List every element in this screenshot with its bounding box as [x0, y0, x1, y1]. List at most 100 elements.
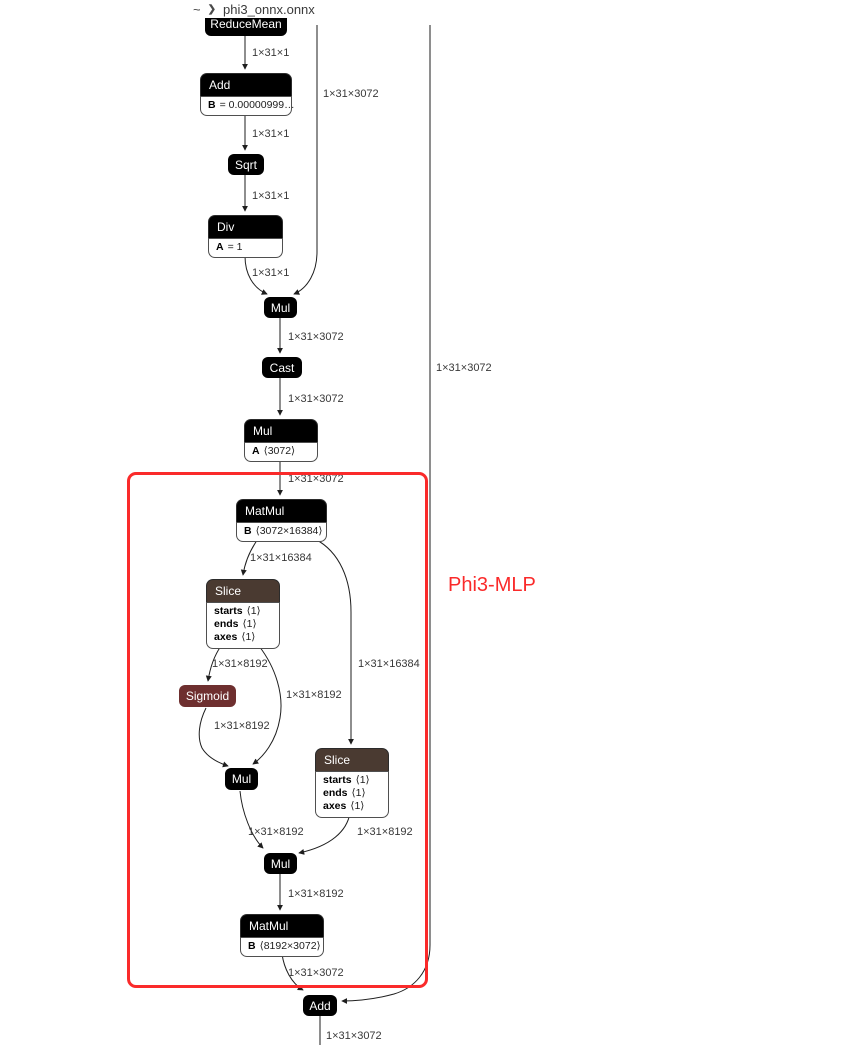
node-attribute-row: ends⟨1⟩ — [323, 787, 381, 800]
node-mul-silu[interactable]: Mul — [225, 768, 258, 790]
node-cast[interactable]: Cast — [262, 357, 302, 378]
edge-shape-label: 1×31×3072 — [288, 967, 344, 979]
node-title: Slice — [206, 579, 280, 602]
edge-shape-label: 1×31×8192 — [357, 826, 413, 838]
node-attributes: B⟨8192×3072⟩ — [240, 937, 324, 958]
attribute-value: ⟨1⟩ — [350, 800, 365, 813]
annotation-label: Phi3-MLP — [448, 574, 536, 596]
node-attributes: B= 0.00000999… — [200, 96, 295, 117]
edge-slice2-mulgate — [298, 812, 351, 855]
edge-residual-mul — [293, 25, 318, 295]
node-attribute-row: B= 0.00000999… — [208, 99, 295, 112]
node-sigmoid[interactable]: Sigmoid — [179, 685, 236, 707]
attribute-value: ⟨1⟩ — [351, 787, 366, 800]
node-mul-norm[interactable]: Mul — [264, 297, 297, 318]
attribute-value: ⟨1⟩ — [355, 774, 370, 786]
attribute-name: ends — [323, 787, 348, 800]
node-mul-gate[interactable]: Mul — [264, 853, 297, 874]
node-title: Cast — [269, 360, 295, 375]
edge-shape-label: 1×31×3072 — [288, 331, 344, 343]
attribute-name: B — [244, 525, 252, 537]
edge-shape-label: 1×31×8192 — [214, 720, 270, 732]
attribute-value: = 1 — [227, 241, 243, 253]
attribute-name: ends — [214, 618, 239, 631]
edge-shape-label: 1×31×8192 — [286, 689, 342, 701]
node-title: MatMul — [236, 499, 327, 522]
node-title: Sqrt — [234, 157, 257, 172]
attribute-name: starts — [214, 605, 243, 617]
attribute-name: B — [248, 940, 256, 952]
node-attribute-row: A⟨3072⟩ — [252, 445, 310, 458]
node-attributes: starts⟨1⟩ends⟨1⟩axes⟨1⟩ — [315, 771, 389, 818]
node-add-residual[interactable]: Add — [303, 995, 337, 1016]
edge-shape-label: 1×31×3072 — [436, 362, 492, 374]
breadcrumb-root[interactable]: ~ — [193, 1, 201, 17]
node-attribute-row: B⟨8192×3072⟩ — [248, 940, 321, 953]
attribute-name: A — [216, 241, 224, 253]
node-title: Sigmoid — [185, 689, 230, 703]
edge-shape-label: 1×31×16384 — [358, 658, 420, 670]
attribute-value: ⟨3072×16384⟩ — [255, 525, 323, 537]
edge-shape-label: 1×31×8192 — [288, 888, 344, 900]
edge-matmul-slice2 — [314, 538, 354, 745]
edge-div-mul — [244, 255, 268, 295]
attribute-name: A — [252, 445, 260, 457]
node-title: MatMul — [240, 914, 324, 937]
node-attribute-row: axes⟨1⟩ — [323, 800, 381, 813]
edge-mulsilu-mulgate — [239, 790, 264, 849]
attribute-name: starts — [323, 774, 352, 786]
node-attributes: A⟨3072⟩ — [244, 442, 318, 463]
edge-shape-label: 1×31×8192 — [212, 658, 268, 670]
node-sqrt[interactable]: Sqrt — [228, 154, 264, 175]
edge-shape-label: 1×31×1 — [252, 47, 290, 59]
node-attribute-row: starts⟨1⟩ — [323, 774, 381, 787]
node-attribute-row: ends⟨1⟩ — [214, 618, 272, 631]
breadcrumb: ~ ❯ phi3_onnx.onnx — [193, 1, 315, 17]
node-attributes: B⟨3072×16384⟩ — [236, 522, 327, 543]
chevron-right-icon: ❯ — [207, 3, 216, 15]
attribute-value: ⟨8192×3072⟩ — [259, 940, 321, 952]
node-attribute-row: starts⟨1⟩ — [214, 605, 272, 618]
node-title: Div — [208, 215, 283, 238]
attribute-value: ⟨1⟩ — [241, 631, 256, 644]
edge-sigmoid-mul — [198, 707, 229, 768]
attribute-value: = 0.00000999… — [219, 99, 295, 111]
node-title: Mul — [270, 300, 291, 315]
node-title: Mul — [244, 419, 318, 442]
edge-shape-label: 1×31×1 — [252, 267, 290, 279]
attribute-name: B — [208, 99, 216, 111]
breadcrumb-file[interactable]: phi3_onnx.onnx — [222, 1, 315, 17]
node-title: ReduceMean — [210, 18, 282, 31]
node-title: Mul — [270, 856, 291, 871]
node-attributes: starts⟨1⟩ends⟨1⟩axes⟨1⟩ — [206, 602, 280, 649]
edge-matmul2-add — [281, 953, 304, 991]
node-title: Mul — [231, 772, 252, 786]
node-reducemean[interactable]: ReduceMean — [205, 18, 287, 36]
edge-shape-label: 1×31×3072 — [288, 473, 344, 485]
attribute-name: axes — [323, 800, 347, 813]
node-attribute-row: A= 1 — [216, 241, 275, 254]
node-title: Add — [309, 998, 331, 1013]
edge-shape-label: 1×31×16384 — [250, 552, 312, 564]
node-attribute-row: B⟨3072×16384⟩ — [244, 525, 322, 538]
edge-shape-label: 1×31×3072 — [288, 393, 344, 405]
attribute-value: ⟨1⟩ — [246, 605, 261, 617]
attribute-name: axes — [214, 631, 238, 644]
edge-shape-label: 1×31×1 — [252, 190, 290, 202]
edge-residual-add — [341, 25, 431, 1004]
edge-shape-label: 1×31×1 — [252, 128, 290, 140]
attribute-value: ⟨1⟩ — [242, 618, 257, 631]
node-attribute-row: axes⟨1⟩ — [214, 631, 272, 644]
node-title: Slice — [315, 748, 389, 771]
edge-slice1-mul — [252, 645, 282, 765]
